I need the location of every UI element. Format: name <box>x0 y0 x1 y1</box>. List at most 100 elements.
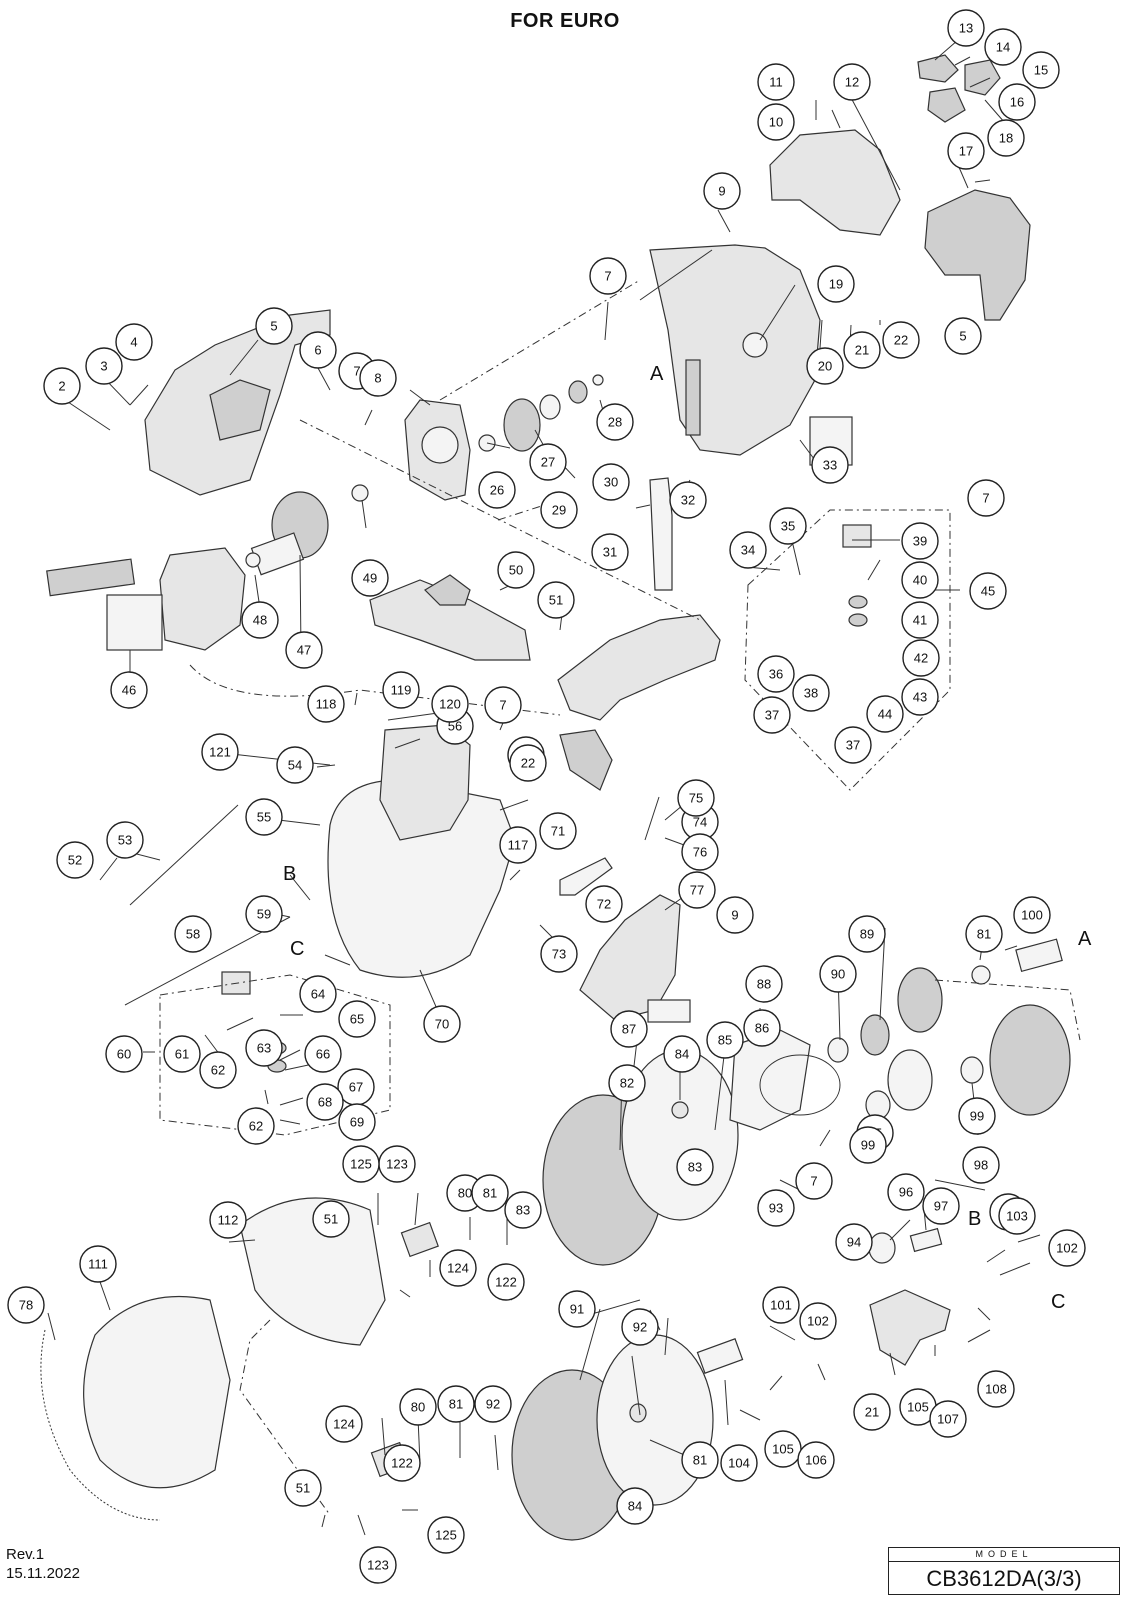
callout-circle <box>743 1009 781 1047</box>
callout-62: 62 <box>237 1107 275 1145</box>
callout-number: 70 <box>435 1017 449 1032</box>
callout-circle <box>848 915 886 953</box>
callout-11: 11 <box>757 63 795 101</box>
callout-number: 111 <box>88 1257 108 1272</box>
callout-number: 69 <box>350 1115 364 1130</box>
callout-circle <box>537 581 575 619</box>
callout-circle <box>540 935 578 973</box>
callout-circle <box>984 28 1022 66</box>
callout-number: 39 <box>913 534 927 549</box>
callout-87: 87 <box>610 1010 648 1048</box>
callout-101: 101 <box>762 1286 800 1324</box>
callout-number: 107 <box>937 1412 959 1427</box>
callout-circle <box>853 1393 891 1431</box>
callout-30: 30 <box>592 463 630 501</box>
callout-7: 7 <box>795 1162 833 1200</box>
callout-circle <box>285 631 323 669</box>
callout-77: 77 <box>678 871 716 909</box>
callout-circle <box>967 479 1005 517</box>
callout-number: 20 <box>818 359 832 374</box>
callout-number: 5 <box>270 319 277 334</box>
callout-circle <box>866 695 904 733</box>
callout-number: 47 <box>297 643 311 658</box>
callout-circle <box>762 1286 800 1324</box>
callout-circle <box>585 885 623 923</box>
callout-number: 80 <box>458 1186 472 1201</box>
reference-letter-b: B <box>283 863 296 885</box>
callout-121: 121 <box>201 733 239 771</box>
callout-circle <box>299 331 337 369</box>
callout-number: 73 <box>552 947 566 962</box>
callout-number: 83 <box>688 1160 702 1175</box>
callout-number: 87 <box>622 1022 636 1037</box>
callout-circle <box>947 132 985 170</box>
callout-92: 92 <box>621 1308 659 1346</box>
callout-86: 86 <box>743 1009 781 1047</box>
callout-number: 102 <box>1056 1241 1078 1256</box>
callout-circle <box>753 696 791 734</box>
callout-number: 77 <box>690 883 704 898</box>
callout-105: 105 <box>764 1430 802 1468</box>
callout-102: 102 <box>799 1302 837 1340</box>
callout-32: 32 <box>669 481 707 519</box>
callout-number: 46 <box>122 683 136 698</box>
callout-83: 83 <box>676 1148 714 1186</box>
callout-99: 99 <box>849 1126 887 1164</box>
callout-22: 22 <box>509 744 547 782</box>
callout-circle <box>901 678 939 716</box>
callout-124: 124 <box>325 1405 363 1443</box>
callout-number: 90 <box>831 967 845 982</box>
callout-circle <box>849 1126 887 1164</box>
callout-number: 11 <box>769 75 783 90</box>
reference-letter-a: A <box>650 363 664 385</box>
callout-111: 111 <box>79 1245 117 1283</box>
callout-38: 38 <box>792 674 830 712</box>
callout-106: 106 <box>797 1441 835 1479</box>
callout-number: 88 <box>757 977 771 992</box>
callout-number: 103 <box>1006 1209 1028 1224</box>
callout-circle <box>610 1010 648 1048</box>
callout-circle <box>799 1302 837 1340</box>
callout-circle <box>509 744 547 782</box>
callout-number: 16 <box>1010 95 1024 110</box>
callout-number: 98 <box>974 1158 988 1173</box>
callout-circle <box>201 733 239 771</box>
callout-circle <box>663 1035 701 1073</box>
callout-circle <box>487 1263 525 1301</box>
callout-number: 91 <box>570 1302 584 1317</box>
callout-number: 101 <box>770 1298 792 1313</box>
callout-number: 121 <box>209 745 231 760</box>
callout-83: 83 <box>504 1191 542 1229</box>
callout-number: 27 <box>541 455 555 470</box>
model-value: CB3612DA(3/3) <box>926 1566 1082 1591</box>
callout-circle <box>677 779 715 817</box>
callout-10: 10 <box>757 103 795 141</box>
callout-circle <box>608 1064 646 1102</box>
callout-circle <box>276 746 314 784</box>
callout-circle <box>621 1308 659 1346</box>
callout-circle <box>922 1187 960 1225</box>
callout-3: 3 <box>85 347 123 385</box>
callout-circle <box>596 403 634 441</box>
callout-8: 8 <box>359 359 397 397</box>
callout-number: 41 <box>913 613 927 628</box>
callout-number: 62 <box>249 1119 263 1134</box>
callout-29: 29 <box>540 491 578 529</box>
callout-circle <box>79 1245 117 1283</box>
callout-number: 81 <box>977 927 991 942</box>
callout-circle <box>105 1035 143 1073</box>
callout-circle <box>427 1516 465 1554</box>
callout-circle <box>85 347 123 385</box>
callout-number: 81 <box>693 1453 707 1468</box>
callout-circle <box>681 833 719 871</box>
callout-circle <box>591 533 629 571</box>
callout-circle <box>901 601 939 639</box>
callout-81: 81 <box>437 1385 475 1423</box>
callout-circle <box>342 1145 380 1183</box>
callout-circle <box>745 965 783 1003</box>
callout-number: 10 <box>769 115 783 130</box>
callout-number: 81 <box>449 1397 463 1412</box>
reference-letter-a: A <box>1078 928 1092 950</box>
callout-13: 13 <box>947 9 985 47</box>
callout-72: 72 <box>585 885 623 923</box>
